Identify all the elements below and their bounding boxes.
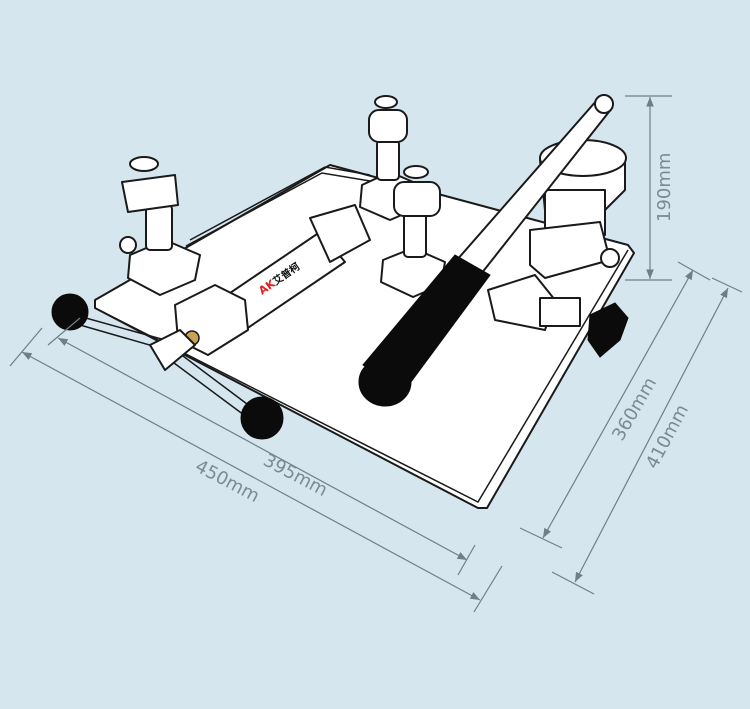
handle-knob-left: [51, 293, 89, 331]
dim-label-410: 410mm: [642, 401, 693, 472]
main-cylinder: [174, 204, 371, 356]
handle-knob-front: [240, 396, 284, 440]
dim-label-360: 360mm: [608, 374, 661, 445]
left-valve: [119, 156, 201, 296]
back-valve-2: [380, 165, 446, 298]
dim-label-395: 395mm: [260, 450, 331, 501]
frame-pipe: [185, 166, 371, 247]
dim-label-190: 190mm: [654, 153, 675, 222]
